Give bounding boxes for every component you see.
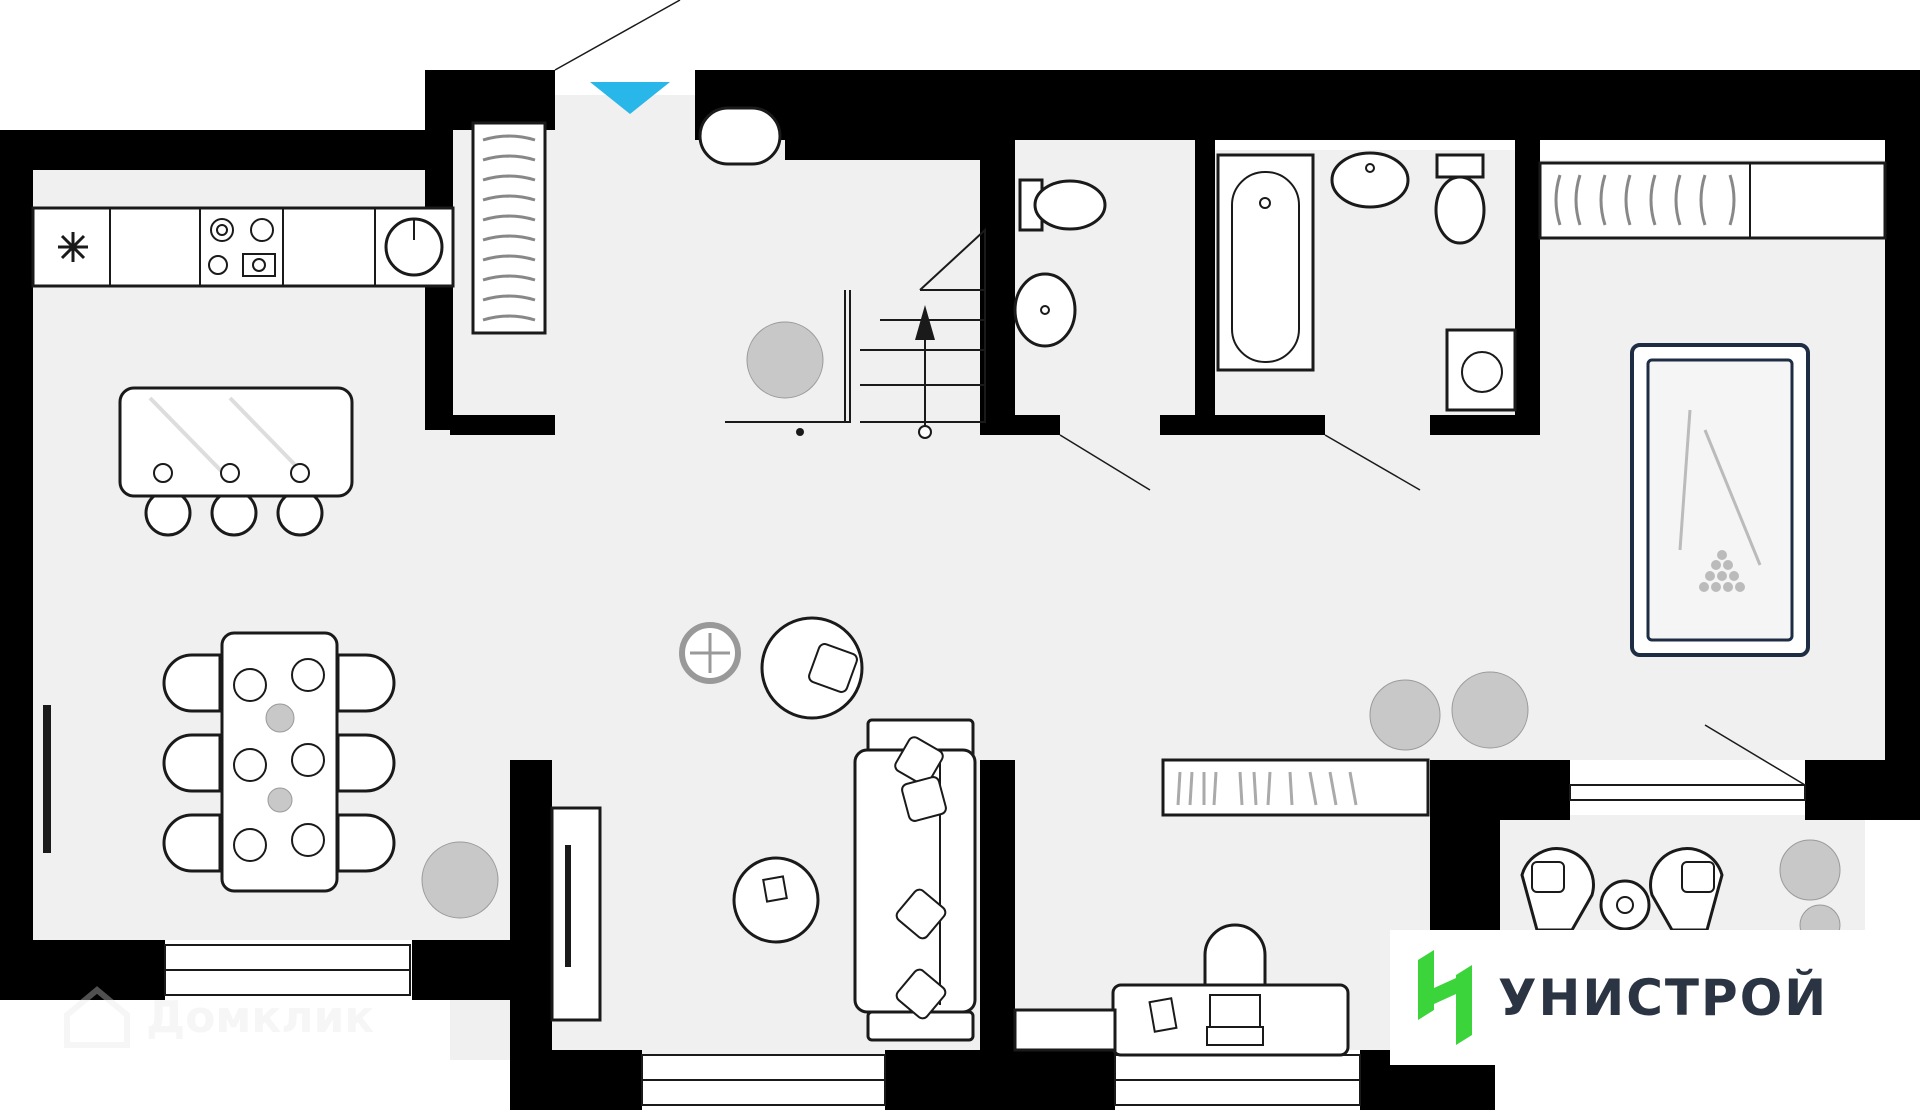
armchair-icon [1520, 847, 1724, 932]
brand-logo-mark [1418, 950, 1472, 1045]
toilet-icon [1018, 178, 1107, 232]
snowflake-icon [58, 232, 88, 262]
laptop-icon [1206, 994, 1264, 1046]
watermark-house-icon [64, 986, 130, 1048]
wardrobe-icon [471, 121, 547, 335]
tv-icon [43, 705, 51, 853]
brand-logo: УНИСТРОЙ [1390, 930, 1870, 1065]
dining-table-icon [162, 631, 396, 893]
sink-icon [1330, 151, 1410, 209]
windows [164, 784, 1806, 1106]
kitchen-counter [31, 206, 455, 288]
pouf [698, 106, 782, 166]
watermark-text: Домклик [146, 991, 375, 1043]
staircase-icon [725, 227, 986, 439]
tv-icon [550, 806, 602, 1022]
coffee-table-icon [732, 856, 820, 944]
sink-icon [384, 217, 444, 277]
bathtub-icon [1216, 153, 1315, 372]
desk-shelf [1013, 1008, 1117, 1052]
washing-machine-icon [1445, 328, 1517, 412]
sofa-icon [853, 718, 977, 1042]
bookshelf-icon [1161, 758, 1430, 817]
armchair-icon [760, 616, 864, 720]
walls [0, 70, 1920, 1110]
brand-name: УНИСТРОЙ [1498, 968, 1829, 1027]
watermark: Домклик [62, 985, 374, 1049]
wardrobe-icon [1538, 161, 1887, 240]
plant-icon [421, 321, 1841, 1036]
kitchen-island-icon [118, 386, 354, 537]
toilet-icon [1434, 153, 1486, 245]
entrance-marker [590, 82, 670, 114]
billiard-table-icon [1630, 343, 1810, 657]
sink-icon [1013, 272, 1077, 348]
cooktop-icon [208, 218, 276, 277]
